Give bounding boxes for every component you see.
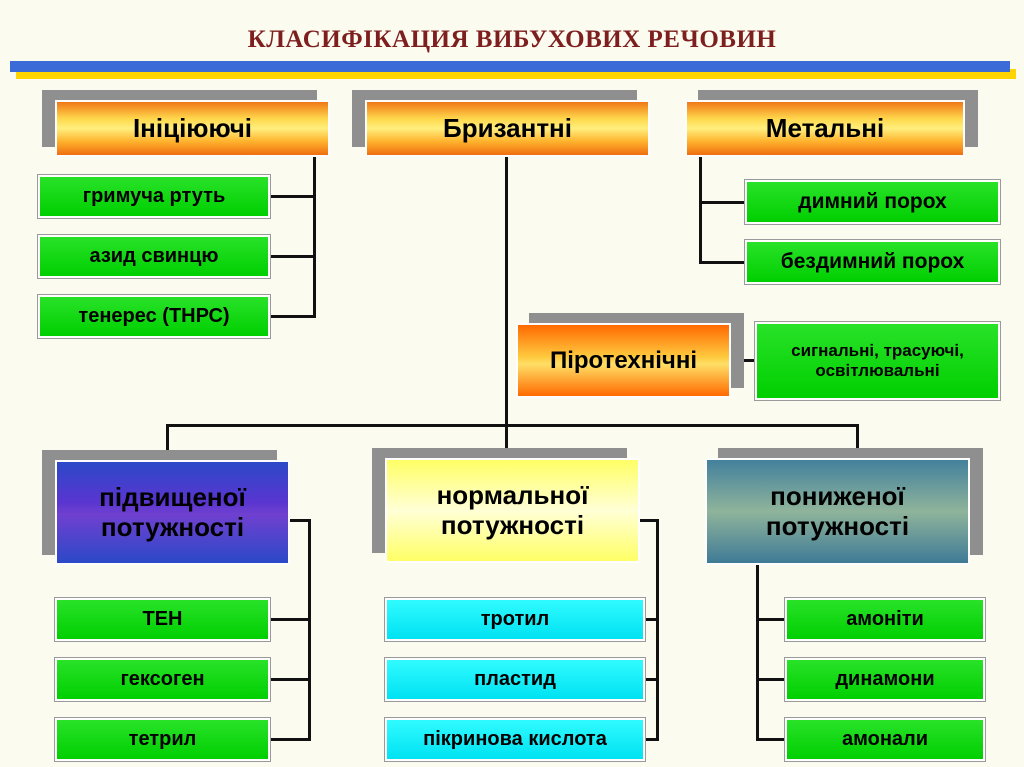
subcategory-box-normal-power: нормальної потужності — [385, 458, 640, 563]
item-label: азид свинцю — [89, 245, 219, 267]
connector-line — [645, 738, 659, 741]
item-box-teneres: тенерес (ТНРС) — [38, 295, 270, 338]
connector-line — [856, 424, 859, 460]
connector-line — [270, 195, 313, 198]
item-label: бездимний порох — [780, 249, 965, 273]
connector-line — [756, 618, 787, 621]
category-box-brisant: Бризантні — [365, 100, 650, 157]
item-label: пластид — [474, 668, 556, 690]
divider-yellow-bar — [16, 69, 1016, 79]
item-box-tetryl: тетрил — [55, 718, 270, 761]
connector-line — [270, 255, 313, 258]
connector-line — [699, 261, 745, 264]
page-title: КЛАСИФІКАЦИЯ ВИБУХОВИХ РЕЧОВИН — [247, 26, 777, 53]
connector-line — [270, 618, 310, 621]
subcategory-label: пониженої потужності — [765, 480, 910, 541]
item-label: ТЕН — [142, 608, 183, 630]
connector-line — [290, 519, 311, 522]
connector-line — [756, 738, 787, 741]
item-label: динамони — [835, 668, 935, 690]
item-label: тротил — [480, 608, 550, 630]
connector-line — [656, 519, 659, 741]
connector-line — [308, 519, 311, 741]
category-box-initiating: Ініціюючі — [55, 100, 330, 157]
subcategory-label: підвищеної потужності — [99, 481, 246, 542]
item-box-ammonals: амонали — [785, 718, 985, 761]
item-label: пікринова кислота — [423, 728, 607, 750]
connector-line — [756, 678, 787, 681]
item-box-smokeless-powder: бездимний порох — [745, 240, 1000, 284]
item-box-black-powder: димний порох — [745, 180, 1000, 224]
connector-line — [505, 157, 508, 427]
connector-line — [699, 157, 702, 264]
item-box-trotyl: тротил — [385, 598, 645, 641]
item-label: амонали — [841, 728, 929, 750]
connector-line — [270, 315, 313, 318]
category-label: Бризантні — [443, 112, 572, 143]
item-label: тетрил — [128, 728, 197, 750]
connector-line — [640, 519, 659, 522]
item-box-signal-tracer-illuminating: сигнальні, трасуючі, освітлювальні — [755, 322, 1000, 400]
category-label: Піротехнічні — [549, 346, 698, 374]
subcategory-label: нормальної потужності — [436, 479, 589, 540]
connector-line — [756, 563, 759, 741]
connector-line — [313, 157, 316, 318]
item-box-ten: ТЕН — [55, 598, 270, 641]
divider-blue-bar — [10, 61, 1010, 72]
item-label: амоніти — [846, 608, 924, 630]
connector-line — [699, 201, 745, 204]
item-label: тенерес (ТНРС) — [78, 305, 230, 327]
item-box-plastid: пластид — [385, 658, 645, 701]
item-box-picric-acid: пікринова кислота — [385, 718, 645, 761]
item-box-lead-azide: азид свинцю — [38, 235, 270, 278]
item-label: сигнальні, трасуючі, освітлювальні — [791, 341, 964, 380]
item-label: гримуча ртуть — [82, 185, 226, 207]
item-box-hexogen: гексоген — [55, 658, 270, 701]
connector-line — [731, 359, 757, 362]
item-label: димний порох — [798, 189, 947, 213]
item-box-ammonites: амоніти — [785, 598, 985, 641]
connector-line — [270, 678, 310, 681]
category-label: Метальні — [765, 112, 885, 143]
connector-line — [166, 424, 169, 462]
category-label: Ініціюючі — [132, 112, 253, 143]
connector-line — [270, 738, 310, 741]
subcategory-box-low-power: пониженої потужності — [705, 458, 970, 565]
category-box-propellant: Метальні — [685, 100, 965, 157]
subcategory-box-high-power: підвищеної потужності — [55, 460, 290, 565]
connector-line — [166, 424, 859, 427]
connector-line — [505, 424, 508, 460]
category-box-pyrotechnic: Піротехнічні — [516, 323, 731, 398]
item-box-dynamons: динамони — [785, 658, 985, 701]
connector-line — [645, 618, 659, 621]
item-box-mercury-fulminate: гримуча ртуть — [38, 175, 270, 218]
item-label: гексоген — [120, 668, 205, 690]
connector-line — [645, 678, 659, 681]
